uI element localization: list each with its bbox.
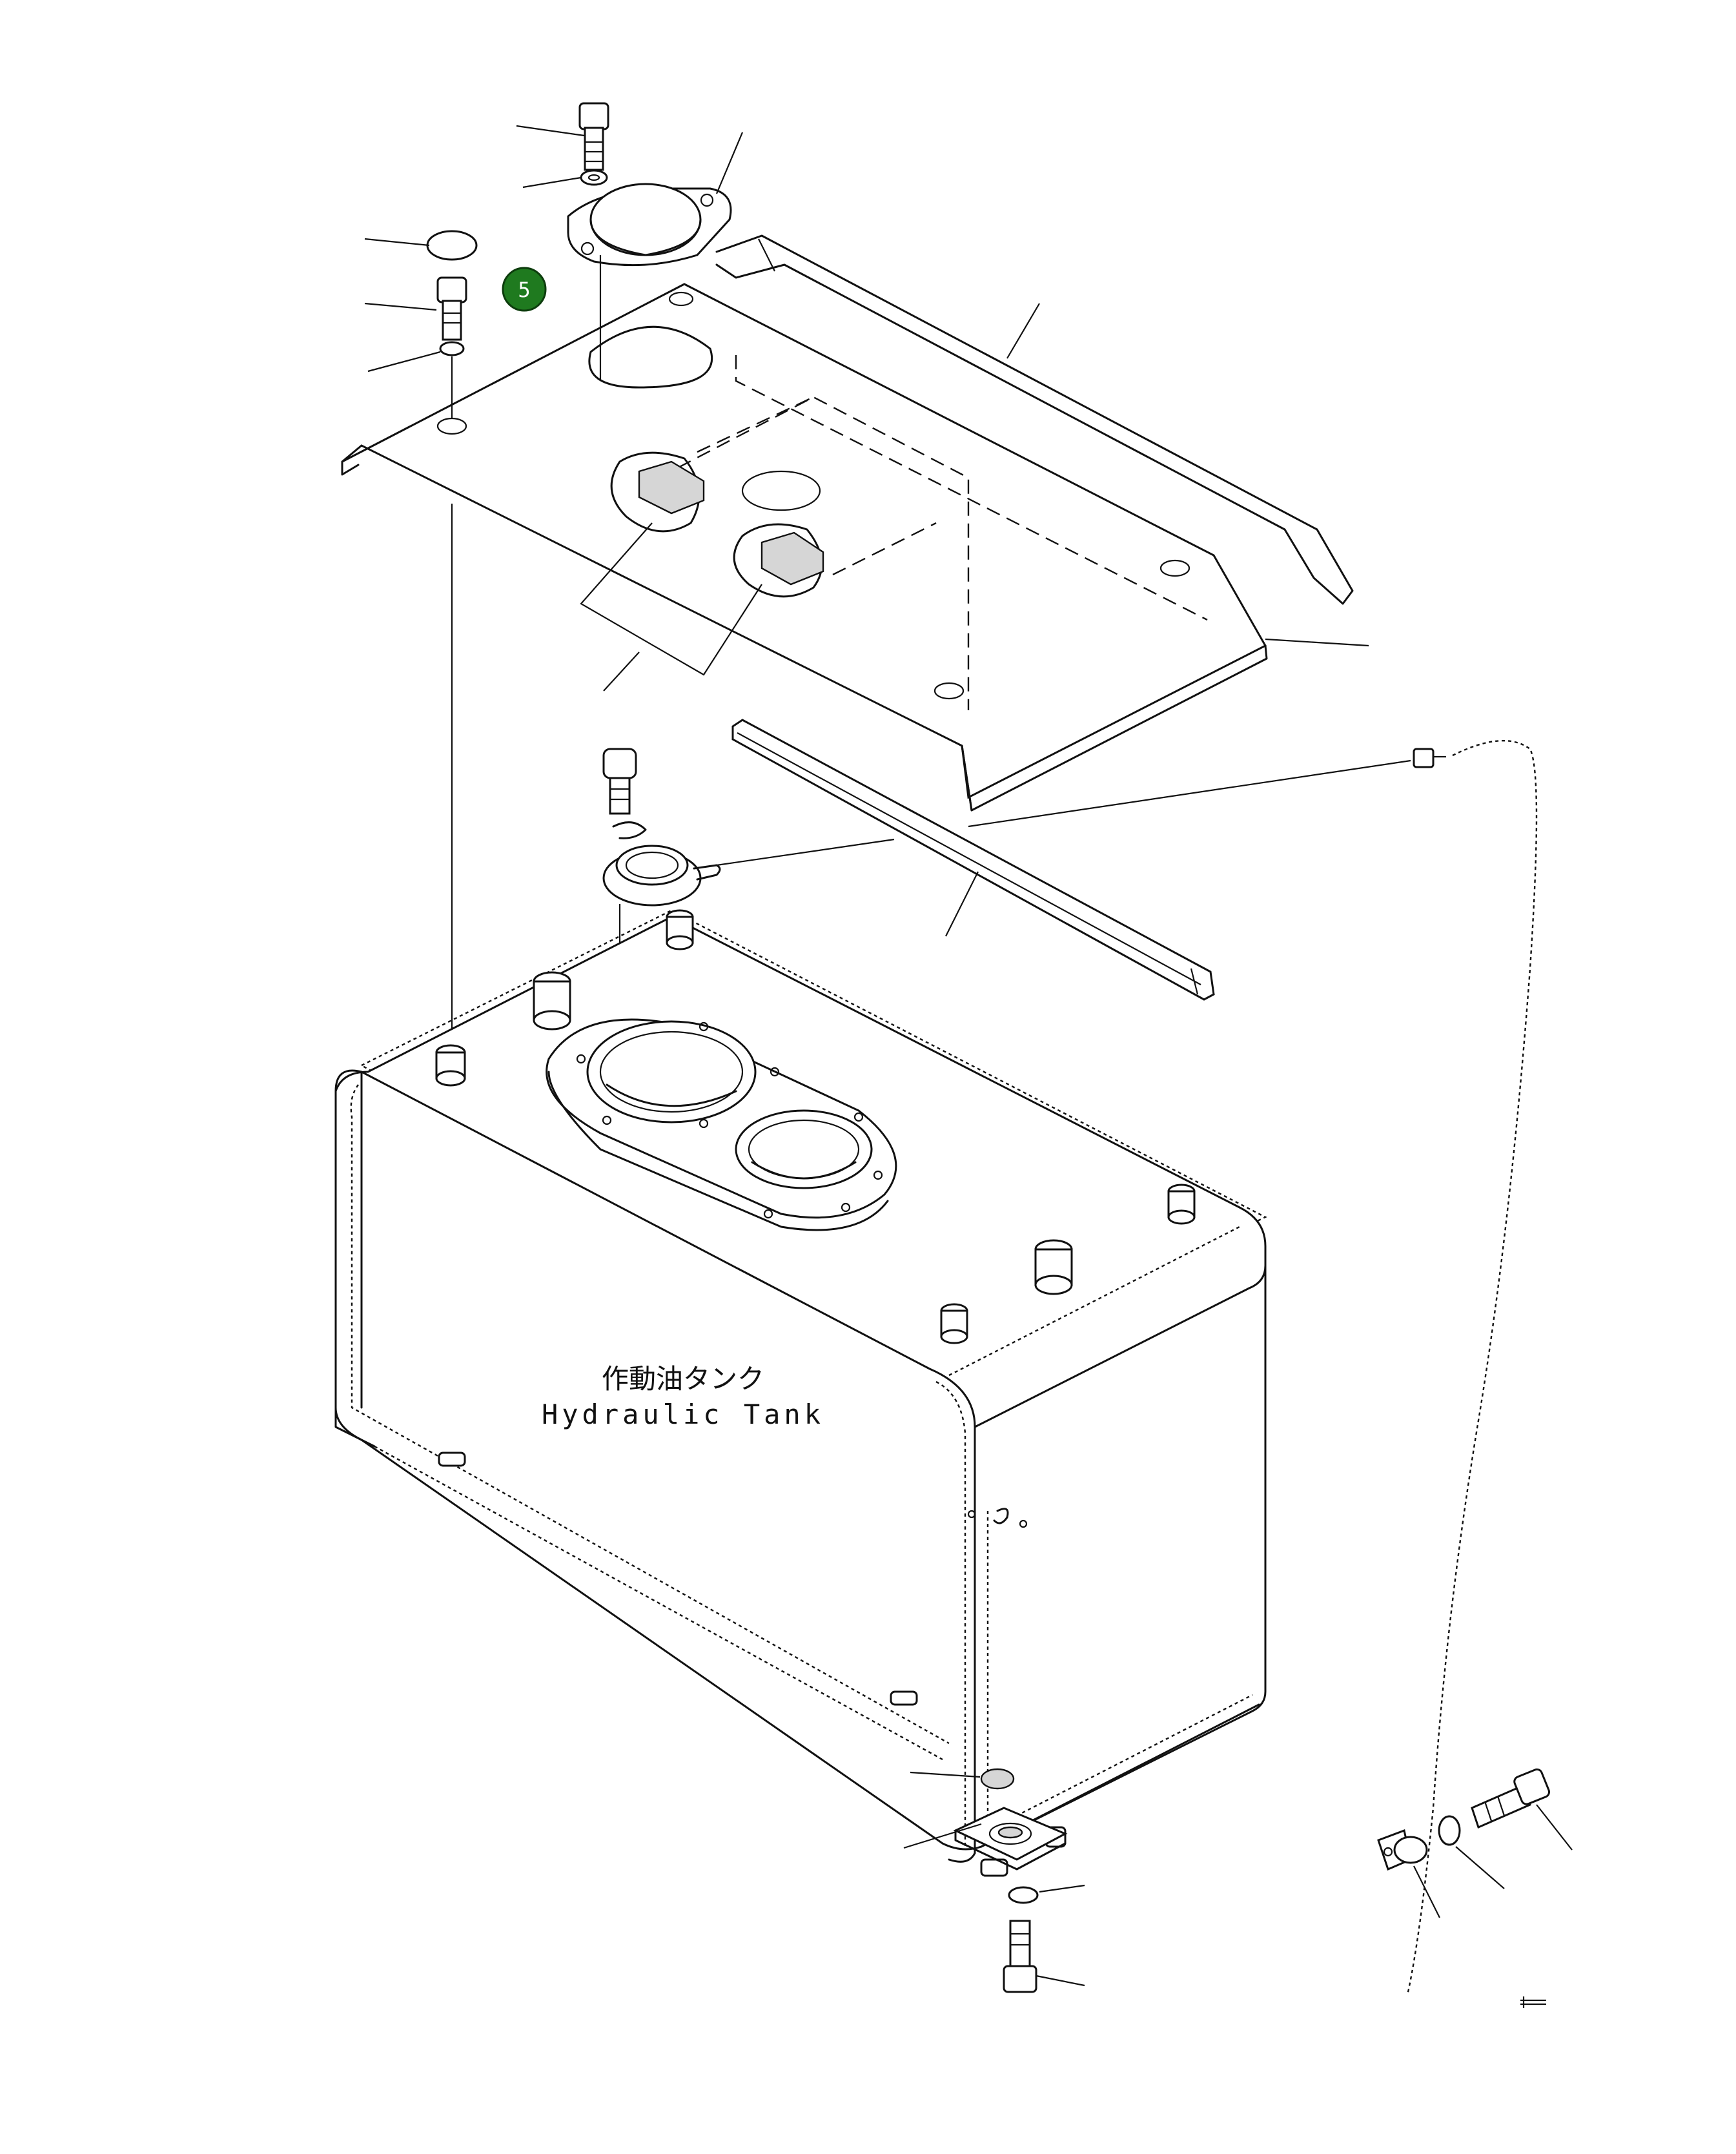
plate-bolt-hole xyxy=(668,291,694,307)
callout-5[interactable]: 5 xyxy=(502,267,547,312)
harness-clamp xyxy=(1377,1829,1428,1871)
leader-lines xyxy=(364,125,1573,1987)
seal-strip-top xyxy=(715,234,1354,605)
callout-5-label: 5 xyxy=(518,278,530,302)
drain-washer xyxy=(1008,1886,1039,1904)
bolt-left xyxy=(436,276,467,341)
tank-label-jp: 作動油タンク xyxy=(602,1363,764,1395)
clamp-washer xyxy=(1438,1815,1461,1846)
tank-boss xyxy=(666,909,694,950)
tank-boss xyxy=(940,1303,968,1344)
washer-left xyxy=(439,341,465,356)
clamp-bolt xyxy=(1471,1768,1551,1829)
rubber-pad-left xyxy=(610,451,700,533)
plate-bolt-hole xyxy=(934,682,965,700)
drain-flange xyxy=(953,1807,1068,1871)
tank-boss xyxy=(1034,1239,1073,1295)
plate-bolt-hole xyxy=(1159,559,1190,577)
hydraulic-tank xyxy=(334,909,1267,1877)
socket-bolt xyxy=(602,748,637,815)
sensor-harness xyxy=(1406,739,1538,1996)
plug-cap xyxy=(426,230,478,261)
cover-plate xyxy=(341,283,1268,812)
drawing-corner-mark xyxy=(1520,1996,1546,2008)
drain-bolt xyxy=(1003,1920,1037,1993)
harness-connector xyxy=(1413,748,1435,768)
callout-5-marker[interactable] xyxy=(502,267,547,312)
strainer-flange xyxy=(602,845,721,972)
bolt-top xyxy=(578,102,609,171)
tank-boss xyxy=(435,1044,466,1087)
washer-top xyxy=(580,169,608,186)
seal-strip-middle xyxy=(731,719,1215,1001)
rubber-pad-right xyxy=(733,523,823,598)
plate-opening xyxy=(588,325,713,389)
tank-label-en: Hydraulic Tank xyxy=(542,1399,824,1430)
plate-opening-center xyxy=(741,470,821,511)
tank-top-flange xyxy=(546,1018,897,1231)
tank-boss xyxy=(1167,1184,1196,1225)
drain-plug-cap xyxy=(980,1768,1015,1790)
snap-ring xyxy=(612,821,647,839)
tank-boss xyxy=(533,971,571,1031)
inspection-cover xyxy=(567,183,732,381)
